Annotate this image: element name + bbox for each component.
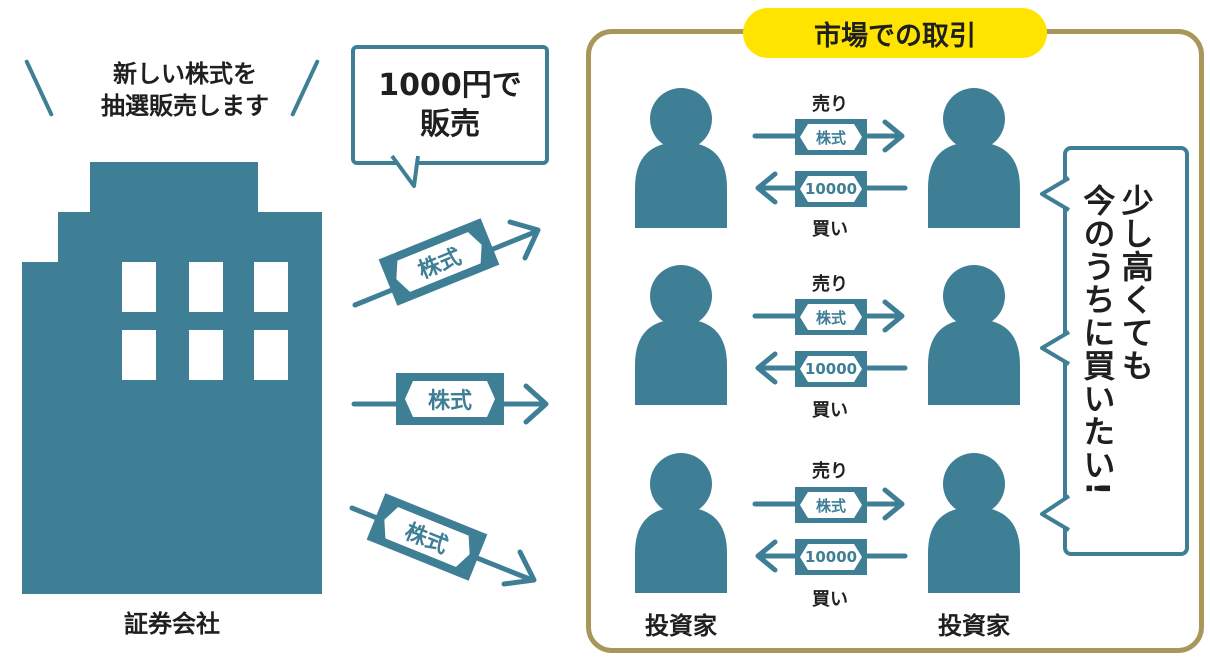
money-ticket-row2: 10000 <box>795 351 867 387</box>
stock-ticket-label: 株式 <box>800 124 862 150</box>
price-speech-bubble <box>351 45 549 165</box>
buyer-bubble-tails <box>1040 176 1071 532</box>
investor-icon <box>635 453 727 593</box>
investor-icon <box>635 88 727 228</box>
buyer-speech-text: 少し高くても 今のうちに買いたい! <box>1078 184 1155 497</box>
stock-ticket-mid: 株式 <box>396 373 504 425</box>
company-label: 証券会社 <box>124 610 220 638</box>
price-text: 1000円で 販売 <box>378 68 522 142</box>
stock-ticket-label: 株式 <box>800 304 862 330</box>
sell-label: 売り <box>812 94 848 115</box>
emphasis-slash-left <box>24 59 54 117</box>
investor-label-right: 投資家 <box>938 612 1010 640</box>
money-ticket-row1: 10000 <box>795 171 867 207</box>
buyer-speech-bubble <box>1063 146 1189 556</box>
buy-label: 買い <box>812 219 848 240</box>
stock-ticket-row2: 株式 <box>795 299 867 335</box>
money-ticket-row3: 10000 <box>795 539 867 575</box>
stock-ticket-row1: 株式 <box>795 119 867 155</box>
investor-label-left: 投資家 <box>645 612 717 640</box>
stock-ticket-label: 株式 <box>800 492 862 518</box>
investor-icon <box>635 265 727 405</box>
money-ticket-label: 10000 <box>800 356 862 382</box>
investor-icon <box>928 453 1020 593</box>
stock-ticket-label: 株式 <box>405 381 495 417</box>
money-ticket-label: 10000 <box>800 176 862 202</box>
price-bubble-tail <box>390 154 420 188</box>
building-icon <box>22 162 322 594</box>
stock-ticket-row3: 株式 <box>795 487 867 523</box>
buy-label: 買い <box>812 589 848 610</box>
money-ticket-label: 10000 <box>800 544 862 570</box>
investor-icon <box>928 265 1020 405</box>
company-speech: 新しい株式を 抽選販売します <box>101 60 269 121</box>
investor-icon <box>928 88 1020 228</box>
buy-label: 買い <box>812 400 848 421</box>
market-title: 市場での取引 <box>743 8 1047 58</box>
sell-label: 売り <box>812 461 848 482</box>
sell-label: 売り <box>812 274 848 295</box>
